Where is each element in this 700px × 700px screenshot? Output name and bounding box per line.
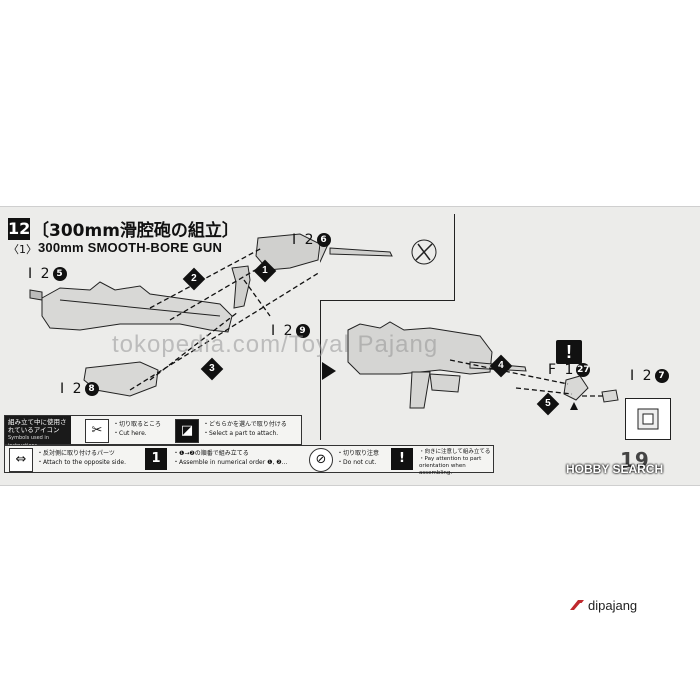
legend-do-not-cut: ⊘ ・切り取り注意・Do not cut. [309,447,389,472]
step-title-jp: 〔300mm滑腔砲の組立〕 [32,221,239,241]
symbols-legend-row2: ⇔ ・反対側に取り付けるパーツ・Attach to the opposite s… [4,445,494,476]
step-number: 12 [8,218,31,240]
legend-attach-opposite: ⇔ ・反対側に取り付けるパーツ・Attach to the opposite s… [9,447,141,472]
part-lower-rail [83,361,159,397]
orientation-inset [625,398,671,440]
warning-icon: ! [391,448,413,470]
watermark: tokopedia.com/Toyal Pajang [112,331,439,358]
section-divider [454,214,455,300]
legend-orientation: ! ・向きに注意して組み立てる・Pay attention to part or… [391,447,491,476]
numbered-triangle-icon: 1 [145,448,167,470]
warning-icon: ! [556,340,582,364]
double-arrow-icon: ⇔ [9,448,33,472]
part-grip [231,265,251,309]
step-title-en: 300mm SMOOTH-BORE GUN [38,240,223,255]
scissors-icon: ✂ [85,419,109,443]
assembly-drawing-right [320,236,619,410]
flow-arrow-icon [322,362,336,380]
source-badge: HOBBY SEARCH [566,462,664,476]
part-gun-body [29,281,233,333]
select-icon: ◪ [175,419,199,443]
legend-numeric-order: 1 ・❶→❷の順番で組み立てる・Assemble in numerical or… [145,447,305,471]
sub-index: 〈1〉 [8,243,37,256]
symbols-legend: 組み立て中に使用されているアイコン Symbols used in instru… [4,415,302,449]
brand-logo-icon [570,600,584,610]
section-divider [320,300,455,302]
part-upper-rail [255,233,320,271]
assembly-drawing-left [29,233,320,397]
legend-cut: ✂ ・切り取るところ・Cut here. [85,418,175,443]
legend-heading: 組み立て中に使用されているアイコン Symbols used in instru… [5,416,71,449]
page-number: 19 [620,448,650,472]
no-cut-icon [411,239,437,265]
section-divider [320,300,321,440]
legend-select: ◪ ・どちらかを選んで取り付ける・Select a part to attach… [175,418,299,443]
no-cut-icon: ⊘ [309,448,333,472]
part-assembled-gun [347,321,527,409]
brand-name: dipajang [588,598,638,613]
